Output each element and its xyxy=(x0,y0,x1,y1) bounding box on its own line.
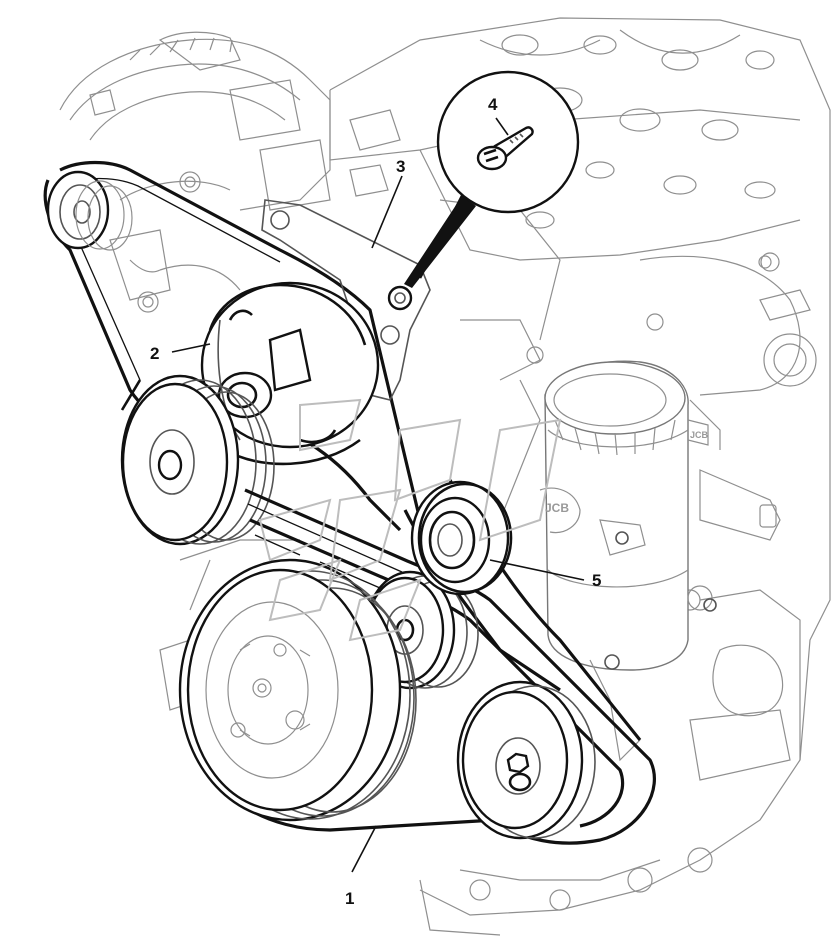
callout-1: 1 xyxy=(345,889,354,908)
leader-5 xyxy=(489,559,585,581)
belt-tensioner-bracket xyxy=(261,199,431,401)
bolt-detail-inset xyxy=(404,70,580,288)
engine-block-background xyxy=(159,17,831,936)
jcb-logo-housing: JCB xyxy=(690,430,709,440)
callout-5: 5 xyxy=(592,571,601,590)
oil-filter: JCB JCB xyxy=(539,360,717,762)
water-pump-pulley xyxy=(120,374,275,546)
callout-4: 4 xyxy=(488,95,498,114)
lower-right-pulley xyxy=(456,680,596,840)
leader-2 xyxy=(171,343,211,353)
tensioner-pulley xyxy=(200,281,380,466)
crankshaft-pulley xyxy=(178,558,417,822)
leader-1 xyxy=(351,825,377,873)
alternator xyxy=(59,31,331,313)
jcb-logo-filter: JCB xyxy=(545,501,569,515)
leader-3 xyxy=(371,175,403,249)
idler-pulley-5 xyxy=(410,480,513,596)
watermark-logo xyxy=(258,398,562,642)
callout-3: 3 xyxy=(396,157,405,176)
callout-2: 2 xyxy=(150,344,159,363)
callout-labels: 1 2 3 4 5 xyxy=(150,95,601,908)
leader-4 xyxy=(495,117,509,136)
leader-lines xyxy=(171,117,585,873)
